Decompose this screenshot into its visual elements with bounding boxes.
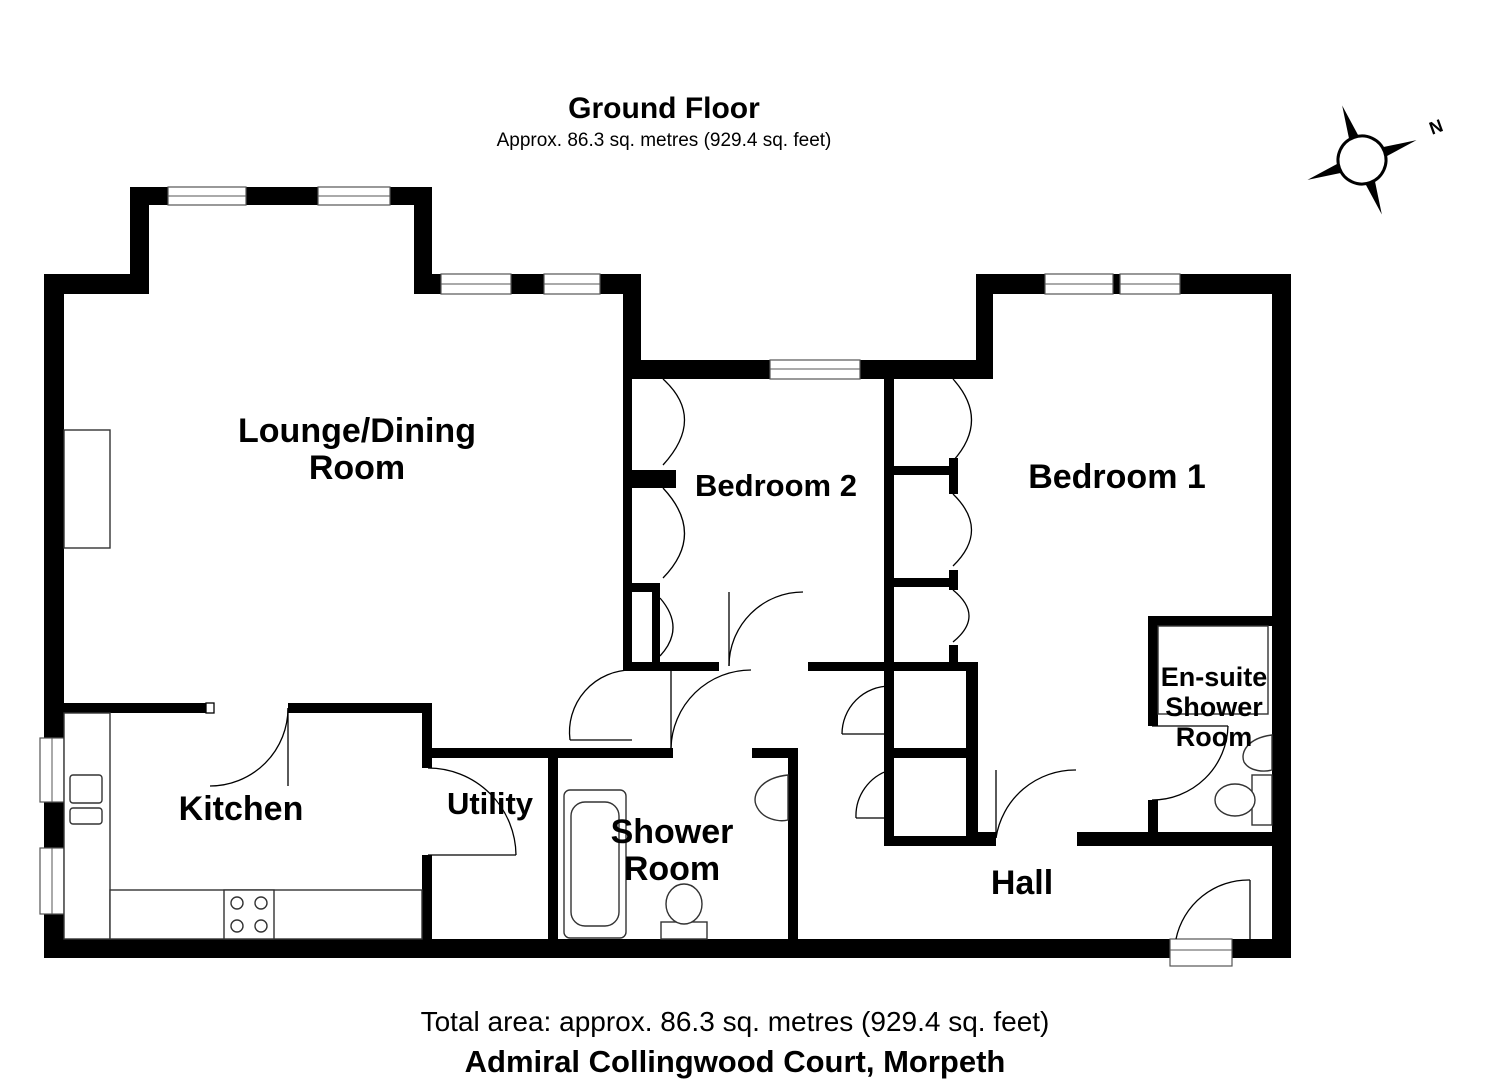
room-label-ensuite-line2: Shower (1165, 692, 1263, 722)
room-label-shower-line2: Room (624, 850, 720, 888)
room-label-shower-line1: Shower (611, 813, 734, 851)
room-label-hall: Hall (991, 864, 1053, 902)
fixtures (63, 429, 1273, 940)
room-label-kitchen: Kitchen (179, 790, 304, 828)
basin (754, 774, 789, 822)
room-label-ensuite-line3: Room (1176, 722, 1253, 752)
room-label-ensuite-line1: En-suite (1161, 662, 1268, 692)
property-address: Admiral Collingwood Court, Morpeth (465, 1044, 1006, 1079)
windows (39, 186, 1233, 967)
ensuite-shower-tray (1157, 625, 1269, 715)
room-label-lounge-line2: Room (309, 449, 405, 487)
doors (205, 378, 1251, 940)
room-label-utility: Utility (447, 786, 534, 821)
room-label-lounge-line1: Lounge/Dining (238, 412, 476, 450)
compass-rose-icon (1307, 105, 1417, 215)
hob (223, 889, 275, 940)
room-label-bedroom2: Bedroom 2 (695, 468, 857, 503)
room-label-bedroom1: Bedroom 1 (1028, 458, 1206, 496)
floor-title: Ground Floor (568, 92, 760, 125)
compass-north-label: N (1426, 115, 1445, 138)
total-area-text: Total area: approx. 86.3 sq. metres (929… (421, 1006, 1050, 1037)
floor-area-subtitle: Approx. 86.3 sq. metres (929.4 sq. feet) (497, 130, 832, 151)
kitchen-sink (69, 774, 103, 804)
fireplace (63, 429, 111, 549)
kitchen-worktop-left (63, 712, 111, 940)
